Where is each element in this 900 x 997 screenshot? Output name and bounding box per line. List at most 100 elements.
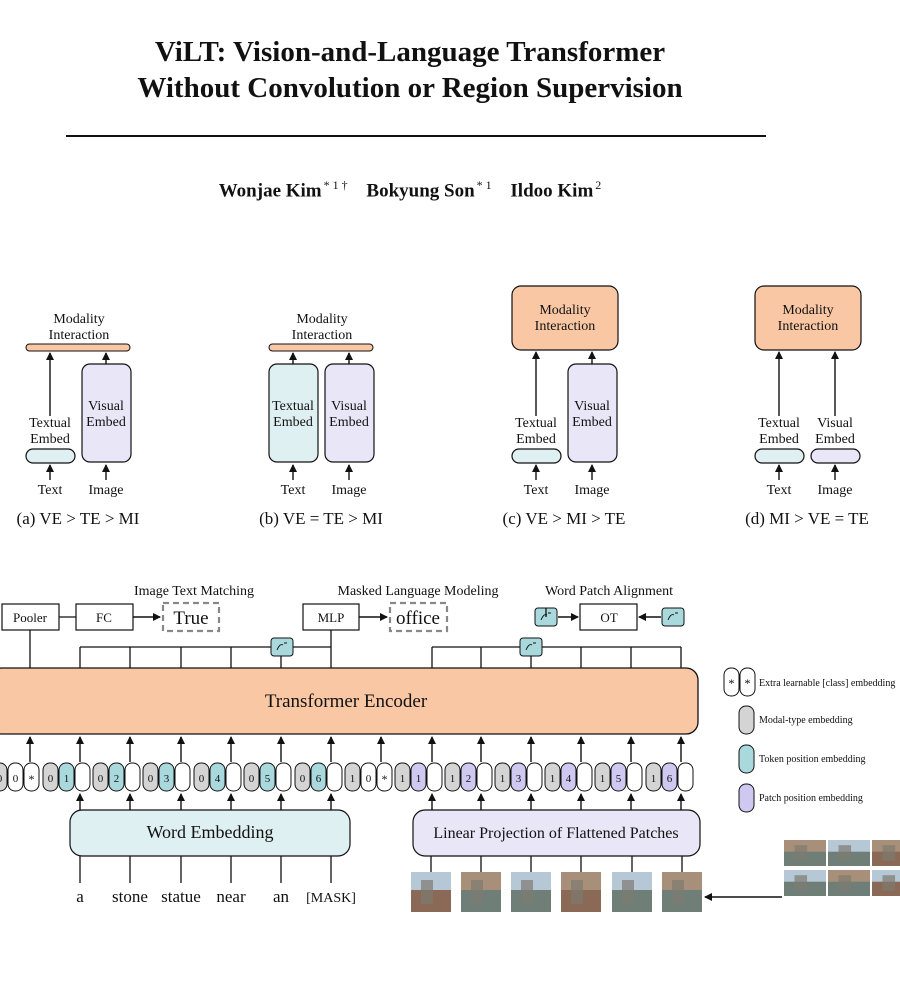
ot-box xyxy=(579,603,638,631)
token-pill xyxy=(225,762,242,792)
token-position-index: 6 xyxy=(316,773,322,785)
token-pill xyxy=(344,762,361,792)
legend-token-label: Token position embedding xyxy=(759,754,866,765)
fc-box xyxy=(75,603,134,631)
token-pill xyxy=(626,762,643,792)
image-patch xyxy=(612,872,652,912)
token-modal-index: 1 xyxy=(651,773,657,785)
panel-caption: (c) VE > MI > TE xyxy=(503,509,626,528)
textual-embed-block xyxy=(25,448,76,464)
image-input-label: Image xyxy=(575,483,610,498)
token-pill xyxy=(193,762,210,792)
token-position-index: 1 xyxy=(64,773,70,785)
token-modal-index: 1 xyxy=(600,773,606,785)
image-patch xyxy=(561,872,601,912)
paper-title: ViLT: Vision-and-Language Transformer Wi… xyxy=(0,34,820,106)
mlp-label: MLP xyxy=(318,610,345,625)
token-pill xyxy=(576,762,593,792)
text-feature-icon xyxy=(270,637,294,657)
source-image-patch xyxy=(872,870,900,896)
token-pill xyxy=(394,762,411,792)
source-image-patch xyxy=(872,840,900,866)
transformer-encoder-block xyxy=(0,667,699,735)
token-pill xyxy=(677,762,694,792)
token-modal-index: 0 xyxy=(98,773,104,785)
token-position-index: 0 xyxy=(13,773,19,785)
patch-detail xyxy=(672,880,684,904)
source-image-patch xyxy=(784,870,826,896)
token-pill xyxy=(209,762,226,792)
text-input-label: Text xyxy=(281,483,306,498)
token-class-star: * xyxy=(29,772,35,786)
legend-patch-label: Patch position embedding xyxy=(759,793,863,804)
token-pill xyxy=(294,762,311,792)
token-pill xyxy=(108,762,125,792)
panel-caption: (d) MI > VE = TE xyxy=(745,509,869,528)
text-feature-icon-glyph xyxy=(276,642,287,651)
token-pill xyxy=(23,762,40,792)
token-modal-index: 0 xyxy=(148,773,154,785)
input-word: an xyxy=(273,887,290,906)
token-pill xyxy=(560,762,577,792)
patch-feature-icon xyxy=(661,607,685,627)
input-word: near xyxy=(216,887,246,906)
text-token-group: 00* xyxy=(0,762,40,792)
patch-detail xyxy=(571,880,583,904)
token-pill xyxy=(42,762,59,792)
token-modal-index: 1 xyxy=(500,773,506,785)
itm-head-title: Image Text Matching xyxy=(134,584,254,599)
legend-class-swatch xyxy=(723,667,740,697)
token-pill xyxy=(426,762,443,792)
title-line-1: ViLT: Vision-and-Language Transformer xyxy=(154,36,666,68)
panel-caption: (a) VE > TE > MI xyxy=(17,509,140,528)
token-pill xyxy=(494,762,511,792)
token-pill xyxy=(92,762,109,792)
legend-class-star: * xyxy=(729,676,735,690)
legend-modal-label: Modal-type embedding xyxy=(759,715,853,726)
author-name: Ildoo Kim xyxy=(510,180,594,202)
source-image-patch xyxy=(828,870,870,896)
token-pill xyxy=(142,762,159,792)
legend-class-star: * xyxy=(745,676,751,690)
token-position-index: 3 xyxy=(164,773,170,785)
word-embedding-block xyxy=(69,809,351,857)
token-pill xyxy=(0,762,8,792)
image-input-label: Image xyxy=(818,483,853,498)
patch-feature-icon-glyph xyxy=(667,612,678,621)
token-pill xyxy=(526,762,543,792)
mlm-output-label: office xyxy=(396,608,440,629)
legend-modal-swatch xyxy=(738,705,755,735)
image-feature-icon-shape xyxy=(519,637,543,657)
transformer-encoder-label: Transformer Encoder xyxy=(265,691,428,712)
token-modal-index: 0 xyxy=(300,773,306,785)
image-patch xyxy=(411,872,451,912)
token-pill xyxy=(74,762,91,792)
text-feature-icon-shape xyxy=(270,637,294,657)
image-input-label: Image xyxy=(89,483,124,498)
pooler-label: Pooler xyxy=(13,610,48,625)
token-pill xyxy=(158,762,175,792)
token-pill xyxy=(661,762,678,792)
image-patch xyxy=(662,872,702,912)
input-word: stone xyxy=(112,887,148,906)
author-affiliation: 2 xyxy=(595,178,602,192)
token-position-index: 2 xyxy=(466,773,472,785)
token-pill xyxy=(174,762,191,792)
patch-detail xyxy=(838,875,852,891)
token-modal-index: 1 xyxy=(450,773,456,785)
legend-class-swatch xyxy=(739,667,756,697)
patch-detail xyxy=(882,845,896,861)
